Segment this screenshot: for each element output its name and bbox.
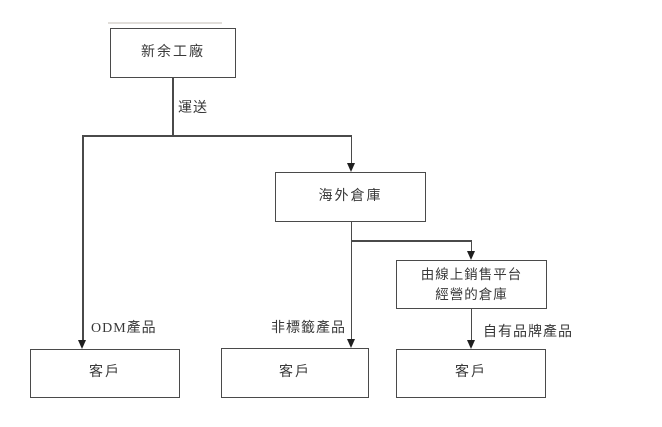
arrowhead-down-icon	[78, 340, 86, 349]
platform-warehouse-label-line1: 由線上銷售平台	[420, 266, 523, 282]
own-brand-products-edge-label: 自有品牌產品	[483, 325, 573, 340]
customer-middle-node: 客戶	[221, 348, 369, 398]
edge-overseas-branch-line	[350, 240, 472, 242]
arrowhead-down-icon	[466, 340, 475, 349]
platform-warehouse-node: 由線上銷售平台 經營的倉庫	[396, 260, 547, 309]
platform-warehouse-label-line2: 經營的倉庫	[435, 286, 508, 302]
customer-right-node: 客戶	[396, 349, 546, 398]
platform-warehouse-label: 由線上銷售平台 經營的倉庫	[421, 265, 523, 304]
overseas-warehouse-node: 海外倉庫	[275, 172, 426, 222]
overseas-warehouse-label: 海外倉庫	[318, 188, 383, 204]
customer-left-label: 客戶	[89, 365, 121, 381]
customer-right-label: 客戶	[455, 365, 487, 381]
non-labelled-products-edge-label: 非標籤產品	[271, 321, 346, 336]
arrowhead-down-icon	[346, 163, 355, 172]
edge-main-branch-line	[82, 135, 352, 137]
edge-overseas-to-customer-middle-line	[350, 222, 352, 341]
edge-junction-to-overseas-line	[350, 135, 352, 165]
scan-artifact	[108, 22, 222, 24]
edge-factory-to-junction-line	[172, 78, 174, 136]
edge-branch-to-platform-line	[470, 240, 472, 253]
factory-node: 新余工廠	[110, 28, 236, 78]
customer-middle-label: 客戶	[279, 364, 311, 380]
customer-left-node: 客戶	[30, 349, 180, 398]
edge-junction-to-customer-left-line	[82, 135, 84, 342]
arrowhead-down-icon	[346, 339, 355, 348]
arrowhead-down-icon	[466, 251, 475, 260]
factory-label: 新余工廠	[141, 44, 205, 60]
edge-platform-to-customer-right-line	[470, 309, 472, 341]
odm-products-edge-label: ODM產品	[91, 321, 157, 336]
shipping-edge-label: 運送	[178, 101, 208, 116]
